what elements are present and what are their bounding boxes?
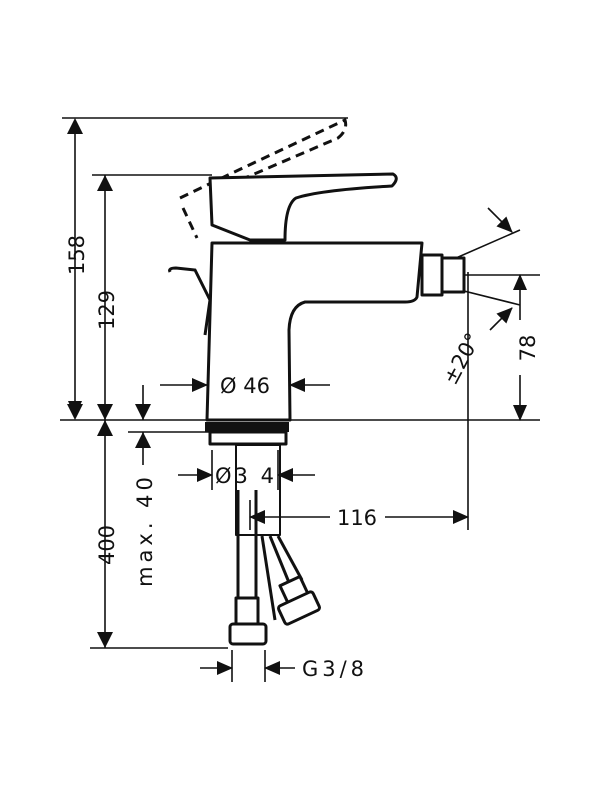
dim-total-height: 158 (65, 235, 89, 275)
dim-body-height: 129 (95, 290, 119, 330)
dim-hose-length: 400 (95, 525, 119, 565)
supply-hoses (228, 444, 321, 646)
dimension-lines (67, 118, 527, 675)
dim-max-thickness: max. 40 (133, 473, 157, 587)
dim-body-diameter: Ø 46 (220, 374, 270, 398)
faucet-outline (168, 117, 466, 446)
dim-thread: G3/8 (302, 657, 368, 681)
dim-spout-angle: ±20° (438, 329, 485, 389)
dim-hole-diameter: Ø3 4 (215, 464, 277, 488)
dim-spout-height: 78 (516, 335, 540, 362)
dim-spout-reach: 116 (337, 506, 377, 530)
extension-lines (60, 117, 540, 682)
